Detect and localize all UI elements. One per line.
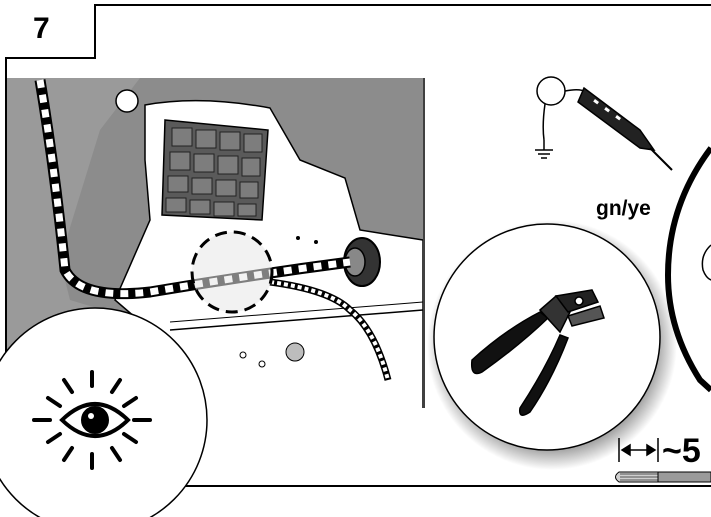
stripped-wire <box>616 472 711 482</box>
voltage-tester-icon <box>537 77 672 170</box>
ground-symbol-icon <box>535 140 553 158</box>
cut-tool-callout <box>427 220 677 470</box>
step-number: 7 <box>33 12 50 46</box>
inspection-area-marker <box>192 232 272 312</box>
step-number-box: 7 <box>5 4 96 59</box>
connector-housing <box>162 120 268 220</box>
strip-length-label: ~5 <box>662 432 701 471</box>
wire-color-label: gn/ye <box>596 197 651 221</box>
